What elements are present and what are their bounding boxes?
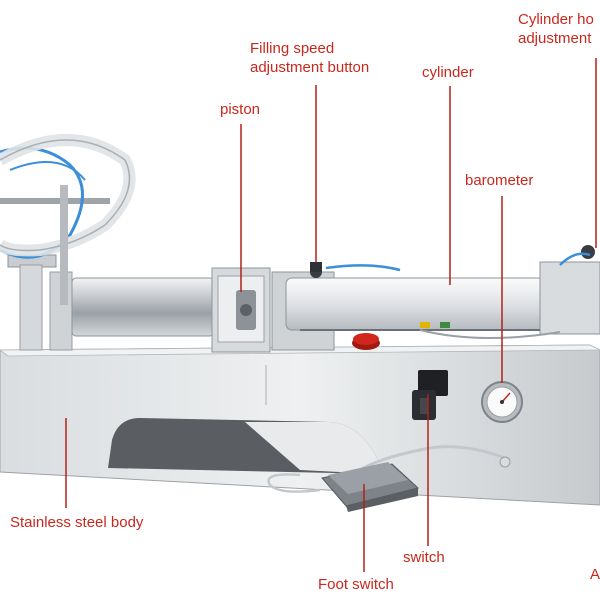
label-filling-speed-line1: Filling speed <box>250 40 335 57</box>
pneumatic-cylinder <box>271 245 600 351</box>
label-foot-switch: Foot switch <box>318 576 394 593</box>
label-filling-speed: Filling speed adjustment button <box>250 39 369 77</box>
label-stainless-body: Stainless steel body <box>10 514 144 531</box>
label-cylinder: cylinder <box>422 64 474 81</box>
red-button <box>352 333 380 350</box>
stainless-steel-body <box>0 344 600 506</box>
rotary-switch <box>412 370 448 420</box>
material-cylinder <box>71 267 271 353</box>
label-edge-a: A <box>590 566 600 583</box>
label-piston: piston <box>220 101 261 118</box>
barometer-gauge <box>481 381 523 423</box>
label-cylinder-holder-line2: adjustment <box>518 30 592 47</box>
label-cylinder-holder-line1: Cylinder ho <box>518 11 594 28</box>
label-filling-speed-line2: adjustment button <box>250 59 370 76</box>
label-barometer: barometer <box>465 172 534 189</box>
nozzle-assembly <box>0 134 136 351</box>
label-cylinder-holder: Cylinder ho adjustment <box>518 10 594 48</box>
label-switch: switch <box>403 549 445 566</box>
